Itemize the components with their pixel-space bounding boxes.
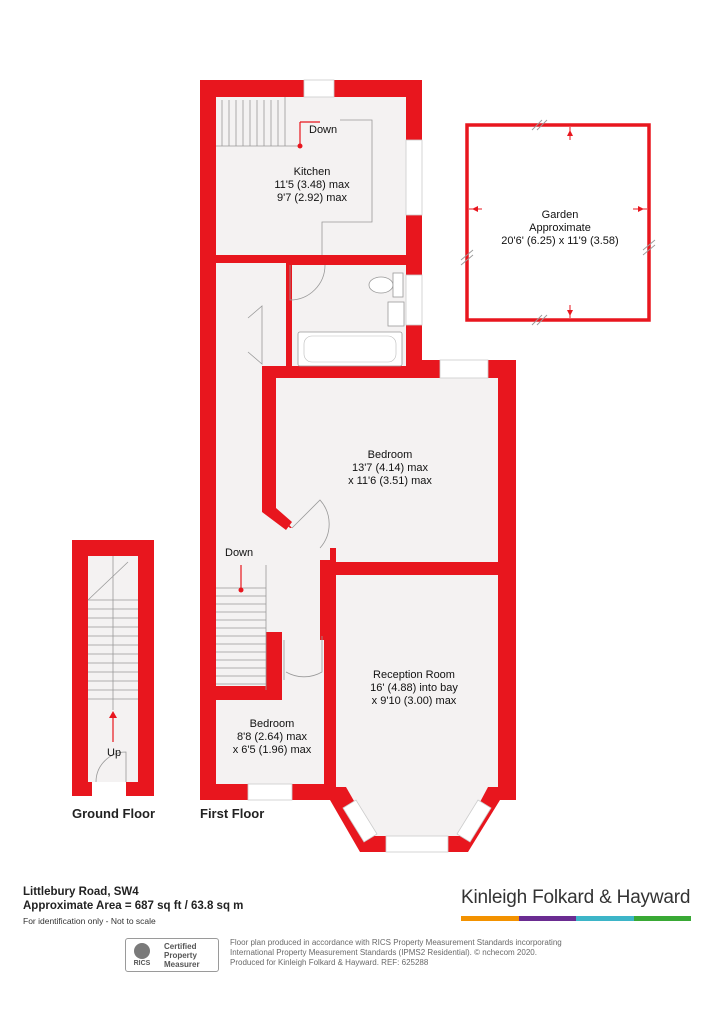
disclaimer-line1: Floor plan produced in accordance with R… xyxy=(230,938,562,947)
reception-door xyxy=(285,636,323,678)
first-floor-plan xyxy=(200,79,516,853)
ground-stairs xyxy=(87,556,138,710)
garden-outline xyxy=(465,123,651,322)
property-info: Littlebury Road, SW4 Approximate Area = … xyxy=(23,885,243,926)
reception-dim2: x 9'10 (3.00) max xyxy=(372,695,457,707)
disclaimer: Floor plan produced in accordance with R… xyxy=(230,938,610,968)
toilet xyxy=(368,276,394,294)
floor-plan: Down Kitchen 11'5 (3.48) max 9'7 (2.92) … xyxy=(72,79,656,853)
rics-line2: Property xyxy=(164,950,197,960)
bath-west-wall xyxy=(286,300,292,370)
disclaimer-line2b: checom 2020. xyxy=(486,948,537,957)
agent-brand: Kinleigh Folkard & Hayward xyxy=(461,887,691,908)
garden-name: Garden xyxy=(542,209,579,221)
kitchen-stairs xyxy=(216,97,300,147)
brand-bar-cyan xyxy=(576,916,634,921)
brand-bar-purple xyxy=(518,916,576,921)
garden-arrowhead-top xyxy=(567,130,573,136)
disclaimer-line2a: International Property Measurement Stand… xyxy=(230,948,487,957)
ground-floor-label: Ground Floor xyxy=(72,806,155,821)
garden-arrowhead-bottom xyxy=(567,310,573,316)
rics-logo-icon: RICS xyxy=(128,941,156,969)
kitchen-top-window xyxy=(303,79,335,98)
ground-door-arc xyxy=(95,751,127,783)
bathtub xyxy=(297,331,403,367)
bedroom2-dim1: 8'8 (2.64) max xyxy=(237,731,307,743)
reception-floor xyxy=(336,575,498,787)
brand-color-bars xyxy=(461,916,691,921)
reception-west-wall xyxy=(324,630,336,790)
rics-line3: Measurer xyxy=(164,959,200,969)
kitchen-floor xyxy=(216,97,406,255)
rics-circle xyxy=(134,943,150,959)
rics-line1: Certified xyxy=(164,941,197,951)
bedroom1-floor xyxy=(276,378,498,562)
kitchen-worktop xyxy=(321,119,373,255)
kitchen-stair-dot xyxy=(297,143,303,149)
bay-floor xyxy=(346,787,488,836)
rics-badge: RICS Certified Property Measurer xyxy=(125,938,219,972)
bedroom2-window xyxy=(247,783,293,801)
kitchen-side-window xyxy=(405,139,423,216)
reception-west-wall-top xyxy=(320,628,336,636)
bedroom1-dim2: x 11'6 (3.51) max xyxy=(348,475,432,487)
bedroom1-door xyxy=(291,499,330,549)
garden-arrowhead-left xyxy=(472,206,478,212)
bedroom1-window xyxy=(439,359,489,379)
garden-arrowhead-right xyxy=(638,206,644,212)
kitchen-dim1: 11'5 (3.48) max xyxy=(274,179,350,191)
bedroom1-name: Bedroom xyxy=(368,449,413,461)
first-floor-stairs xyxy=(216,565,267,690)
hall-side-opening xyxy=(200,320,216,360)
bedroom2-north-wall xyxy=(216,686,282,700)
reception-name: Reception Room xyxy=(373,669,455,681)
kitchen-south-wall xyxy=(262,255,406,263)
first-stair-dot xyxy=(238,587,244,593)
bay-front-window xyxy=(385,835,449,853)
approximate-area: Approximate Area = 687 sq ft / 63.8 sq m xyxy=(23,900,244,912)
disclaimer-line2: International Property Measurement Stand… xyxy=(230,948,610,958)
wall-stub xyxy=(320,560,334,584)
bedroom2-name: Bedroom xyxy=(250,718,295,730)
garden-break-marks xyxy=(460,119,656,326)
bay-right-window xyxy=(456,799,492,843)
brand-bar-green xyxy=(633,916,691,921)
bedroom2-floor-b xyxy=(282,640,324,702)
ground-stair-arrowhead xyxy=(109,711,117,718)
rics-certified-text: Certified Property Measurer xyxy=(164,942,200,969)
bay-left-window xyxy=(342,799,378,843)
garden-dim1: Approximate xyxy=(529,222,591,234)
bathtub-inner xyxy=(303,335,397,363)
first-down-label: Down xyxy=(225,547,253,559)
brand-bar-orange xyxy=(461,916,519,921)
kitchen-south-wall-left xyxy=(200,255,226,263)
ground-floor-plan xyxy=(72,540,154,796)
bedroom2-floor xyxy=(216,700,324,784)
bath-door xyxy=(289,264,326,301)
kitchen-name: Kitchen xyxy=(294,166,331,178)
bedroom1-dim1: 13'7 (4.14) max xyxy=(352,462,429,474)
bath-window xyxy=(405,274,423,326)
disclaimer-line3: Produced for Kinleigh Folkard & Hayward.… xyxy=(230,958,429,967)
stair-east-wall xyxy=(266,632,282,690)
kitchen-dim2: 9'7 (2.92) max xyxy=(277,192,347,204)
cupboard xyxy=(247,305,263,365)
kitchen-down-label: Down xyxy=(309,124,337,136)
address: Littlebury Road, SW4 xyxy=(23,886,139,898)
basin xyxy=(387,301,405,327)
garden-dim2: 20'6' (6.25) x 11'9 (3.58) xyxy=(501,235,618,247)
garden-plan xyxy=(460,119,656,326)
ground-door-opening xyxy=(92,782,126,796)
bath-south-wall xyxy=(262,366,422,378)
rics-logo-text: RICS xyxy=(133,960,151,967)
first-floor-label: First Floor xyxy=(200,806,264,821)
bedroom2-dim2: x 6'5 (1.96) max xyxy=(233,744,312,756)
toilet-cistern xyxy=(392,272,404,298)
bedroom1-west-wall xyxy=(262,370,292,530)
reception-dim1: 16' (4.88) into bay xyxy=(370,682,458,694)
ground-up-label: Up xyxy=(107,747,121,759)
scale-note: For identification only - Not to scale xyxy=(23,916,156,926)
bedroom-reception-wall xyxy=(322,562,498,575)
